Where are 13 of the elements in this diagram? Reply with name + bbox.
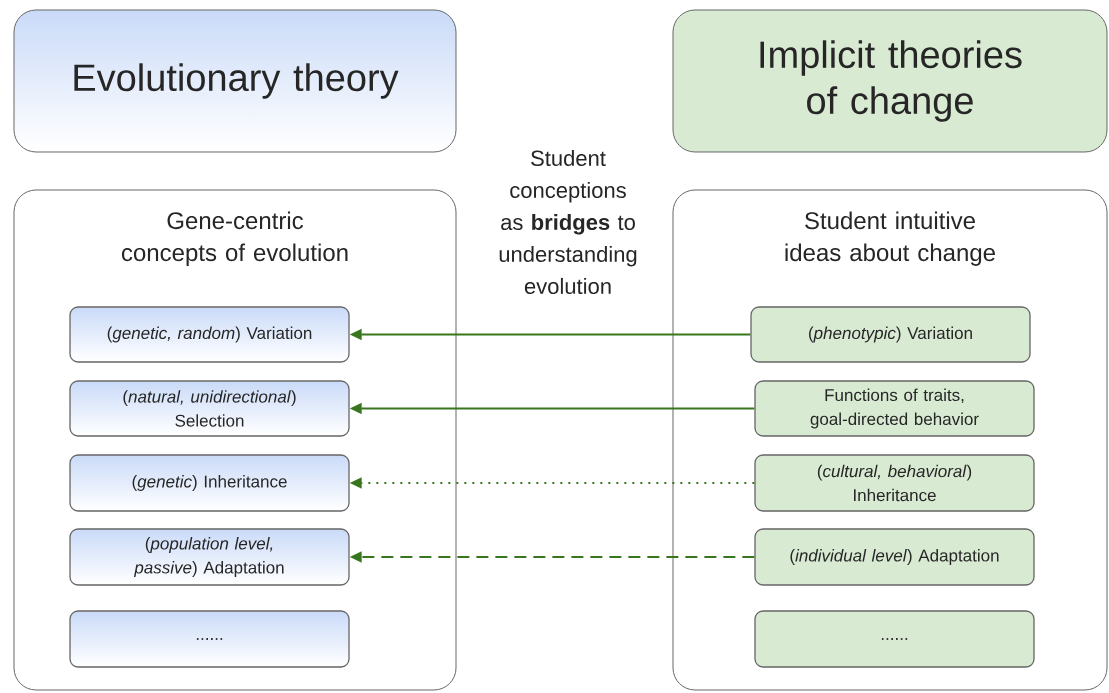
concept-box: (cultural, behavioral) Inheritance: [754, 454, 1035, 512]
concept-box: ......: [754, 610, 1035, 668]
caption-text: Student conceptions as bridges to understanding evolution: [499, 149, 637, 295]
concept-box: (natural, unidirectional) Selection: [69, 380, 350, 437]
concept-box: (phenotypic) Variation: [750, 306, 1031, 363]
concept-box: (genetic, random) Variation: [69, 306, 350, 363]
concept-box: (genetic) Inheritance: [69, 454, 350, 512]
concept-box: (individual level) Adaptation: [754, 528, 1035, 586]
title-box: Implicit theories of change: [672, 9, 1108, 153]
concept-box: Functions of traits, goal-directed behavior: [754, 380, 1035, 437]
title-box: Evolutionary theory: [13, 9, 457, 153]
concept-box: ......: [69, 610, 350, 668]
concept-box: (population level, passive) Adaptation: [69, 528, 350, 586]
